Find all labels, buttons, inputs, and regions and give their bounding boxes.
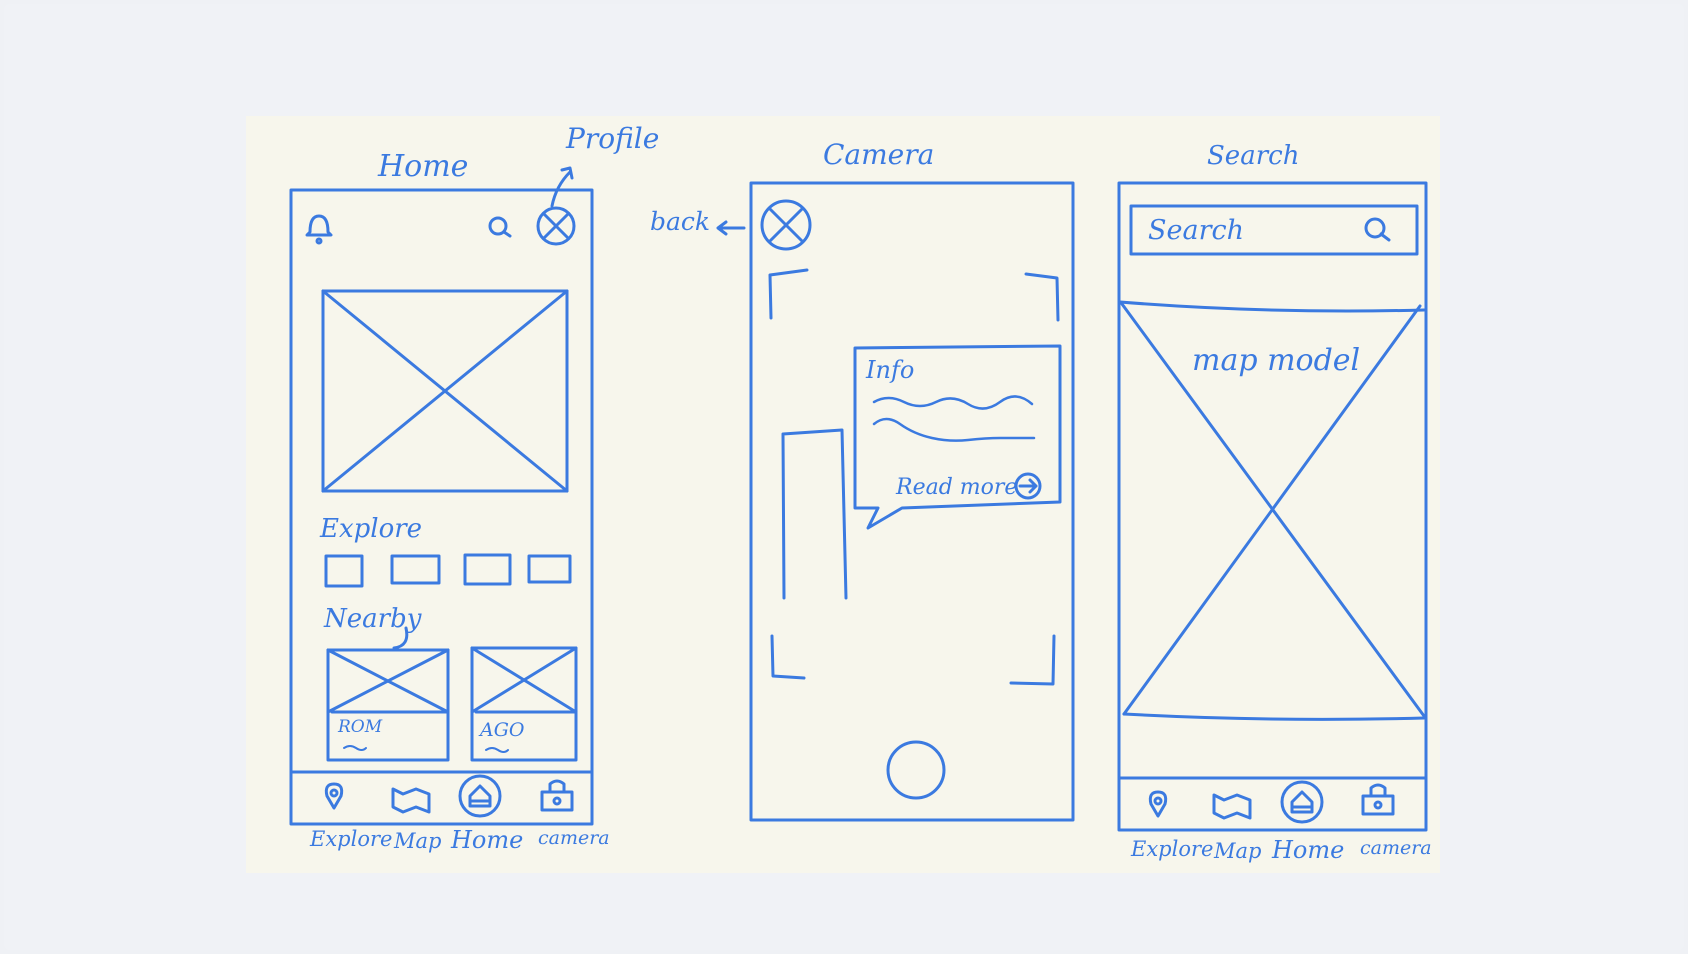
shutter-button[interactable]	[886, 740, 946, 800]
info-title: Info	[865, 356, 914, 384]
nearby-card-label: ROM	[337, 717, 383, 737]
nav-map-icon[interactable]	[391, 787, 431, 814]
nearby-card-label: AGO	[478, 719, 525, 741]
explore-heading: Explore	[319, 514, 422, 544]
close-icon[interactable]	[760, 199, 812, 251]
bell-icon[interactable]	[305, 214, 333, 245]
explore-tile[interactable]	[463, 553, 512, 586]
read-more-link[interactable]: Read more	[895, 475, 1017, 500]
search-phone-frame	[1117, 181, 1428, 832]
search-icon[interactable]	[1364, 217, 1391, 242]
info-text-line	[872, 417, 1036, 442]
nav-explore-icon[interactable]	[324, 782, 344, 810]
explore-tile[interactable]	[324, 554, 364, 588]
viewfinder-corner	[1009, 634, 1056, 686]
nearby-card-ago[interactable]: AGO	[470, 646, 578, 762]
nav-label-camera: camera	[1360, 837, 1432, 859]
viewfinder-corner	[1024, 272, 1060, 322]
nav-label-explore: Explore	[1130, 837, 1213, 861]
nav-label-explore: Explore	[309, 827, 392, 851]
nav-label-camera: camera	[538, 827, 610, 849]
search-bar[interactable]: Search	[1129, 204, 1419, 256]
profile-icon[interactable]	[536, 206, 576, 246]
home-title: Home	[377, 149, 468, 184]
camera-screen: Camera back Info Read more	[650, 138, 1075, 822]
nearby-card-rom[interactable]: ROM	[326, 648, 450, 762]
nav-label-map: Map	[1213, 839, 1261, 863]
nav-camera-icon[interactable]	[540, 779, 574, 812]
search-title: Search	[1207, 141, 1299, 171]
map-placeholder[interactable]: map model	[1118, 300, 1426, 721]
profile-arrow	[550, 166, 574, 208]
home-screen: Home Profile Explore Nearby	[289, 122, 659, 854]
nav-label-home: Home	[450, 826, 523, 854]
detected-object-outline	[781, 428, 848, 600]
back-arrow	[716, 220, 746, 236]
info-popup[interactable]: Info Read more	[853, 344, 1062, 530]
hero-image-placeholder[interactable]	[321, 289, 569, 493]
info-text-line	[872, 395, 1034, 410]
map-label: map model	[1192, 343, 1360, 378]
search-input[interactable]: Search	[1148, 215, 1244, 246]
arrow-right-icon	[1014, 472, 1042, 500]
camera-title: Camera	[823, 138, 934, 171]
viewfinder-corner	[770, 634, 806, 680]
nav-label-home: Home	[1271, 836, 1344, 864]
home-phone-frame	[289, 188, 594, 826]
profile-annotation: Profile	[565, 122, 659, 155]
nav-home-icon[interactable]	[1280, 780, 1324, 824]
camera-phone-frame	[749, 181, 1075, 822]
nav-map-icon[interactable]	[1212, 793, 1252, 820]
explore-tile[interactable]	[390, 554, 441, 585]
viewfinder-corner	[768, 268, 809, 320]
explore-tile[interactable]	[527, 554, 572, 584]
nav-label-map: Map	[393, 829, 441, 853]
nav-camera-icon[interactable]	[1361, 783, 1395, 816]
nav-home-icon[interactable]	[458, 774, 502, 818]
search-icon[interactable]	[488, 216, 512, 238]
back-annotation: back	[650, 207, 710, 236]
nearby-underline	[392, 626, 409, 650]
nav-explore-icon[interactable]	[1148, 790, 1168, 818]
search-screen: Search Search map model	[1117, 141, 1432, 864]
